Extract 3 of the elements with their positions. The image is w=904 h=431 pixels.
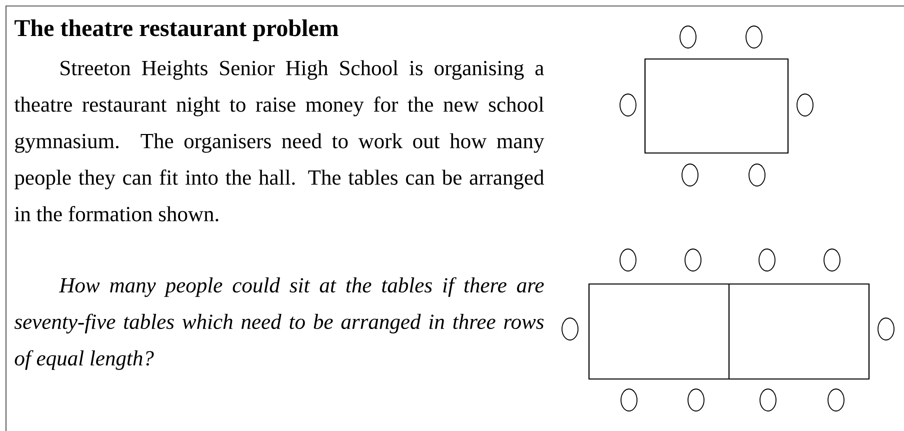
problem-text: Streeton Heights Senior High School is organising a theatre restaurant night to raise money for the new school gymnasium. The organisers need to work out how many people they can fit into the hall. The tables can be arranged in the formation shown.: [14, 60, 544, 222]
title: The theatre restaurant problem: [14, 19, 338, 42]
question-text: How many people could sit at the tables if there are seventy-five tables which need to be arranged in three rows of equal length?: [14, 277, 544, 370]
